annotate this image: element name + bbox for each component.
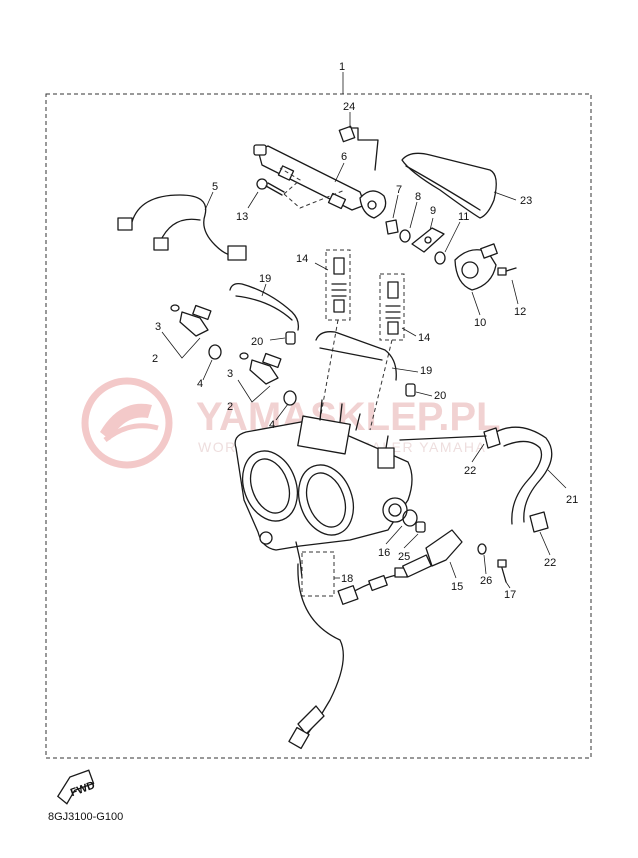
callout-7: 7 xyxy=(396,184,402,196)
callout-18: 18 xyxy=(341,573,353,585)
watermark-logo-icon xyxy=(81,377,173,469)
callout-19: 19 xyxy=(259,273,271,285)
part-10-pressure-regulator xyxy=(454,243,519,316)
callout-14: 14 xyxy=(296,253,308,265)
part-19-hoses xyxy=(229,282,419,381)
callouts: 1 2 2 3 3 4 4 5 6 7 8 9 10 11 12 13 14 1… xyxy=(152,61,578,601)
parts-2-3-4-injectors xyxy=(161,304,297,421)
parts-7-8-9-11-gaskets xyxy=(385,194,461,265)
callout-2: 2 xyxy=(227,401,233,413)
callout-12: 12 xyxy=(514,306,526,318)
part-13-bolt xyxy=(247,167,346,209)
parts-15-16-17-25-26 xyxy=(385,509,511,589)
callout-15: 15 xyxy=(451,581,463,593)
throttle-body xyxy=(234,399,413,551)
part-24-bracket xyxy=(338,112,379,171)
callout-20: 20 xyxy=(434,390,446,402)
callout-20: 20 xyxy=(251,336,263,348)
part-6-fuel-rail xyxy=(253,144,387,219)
callout-4: 4 xyxy=(197,378,203,390)
assembly-border xyxy=(45,93,592,759)
callout-8: 8 xyxy=(415,191,421,203)
callout-6: 6 xyxy=(341,151,347,163)
callout-5: 5 xyxy=(212,181,218,193)
assembly-code: 8GJ3100-G100 xyxy=(48,811,124,823)
callout-9: 9 xyxy=(430,205,436,217)
callout-26: 26 xyxy=(480,575,492,587)
callout-3: 3 xyxy=(155,321,161,333)
callout-22: 22 xyxy=(544,557,556,569)
callout-10: 10 xyxy=(474,317,486,329)
callout-3: 3 xyxy=(227,368,233,380)
callout-22: 22 xyxy=(464,465,476,477)
callout-17: 17 xyxy=(504,589,516,601)
part-23-hose xyxy=(401,152,517,219)
part-14-fittings xyxy=(314,249,417,431)
callout-25: 25 xyxy=(398,551,410,563)
callout-14: 14 xyxy=(418,332,430,344)
callout-23: 23 xyxy=(520,195,532,207)
callout-11: 11 xyxy=(458,211,469,223)
part-18-sensor-cable xyxy=(288,541,408,750)
callout-13: 13 xyxy=(236,211,248,223)
callout-1: 1 xyxy=(339,61,345,73)
callout-21: 21 xyxy=(566,494,578,506)
parts-21-22-hose-clips xyxy=(399,426,567,556)
callout-19: 19 xyxy=(420,365,432,377)
callout-2: 2 xyxy=(152,353,158,365)
part-5-wire-harness xyxy=(117,191,247,261)
callout-16: 16 xyxy=(378,547,390,559)
callout-24: 24 xyxy=(343,101,355,113)
callout-4: 4 xyxy=(269,419,275,431)
part-20-caps xyxy=(269,331,433,397)
fwd-arrow-icon: FWD xyxy=(56,769,97,805)
